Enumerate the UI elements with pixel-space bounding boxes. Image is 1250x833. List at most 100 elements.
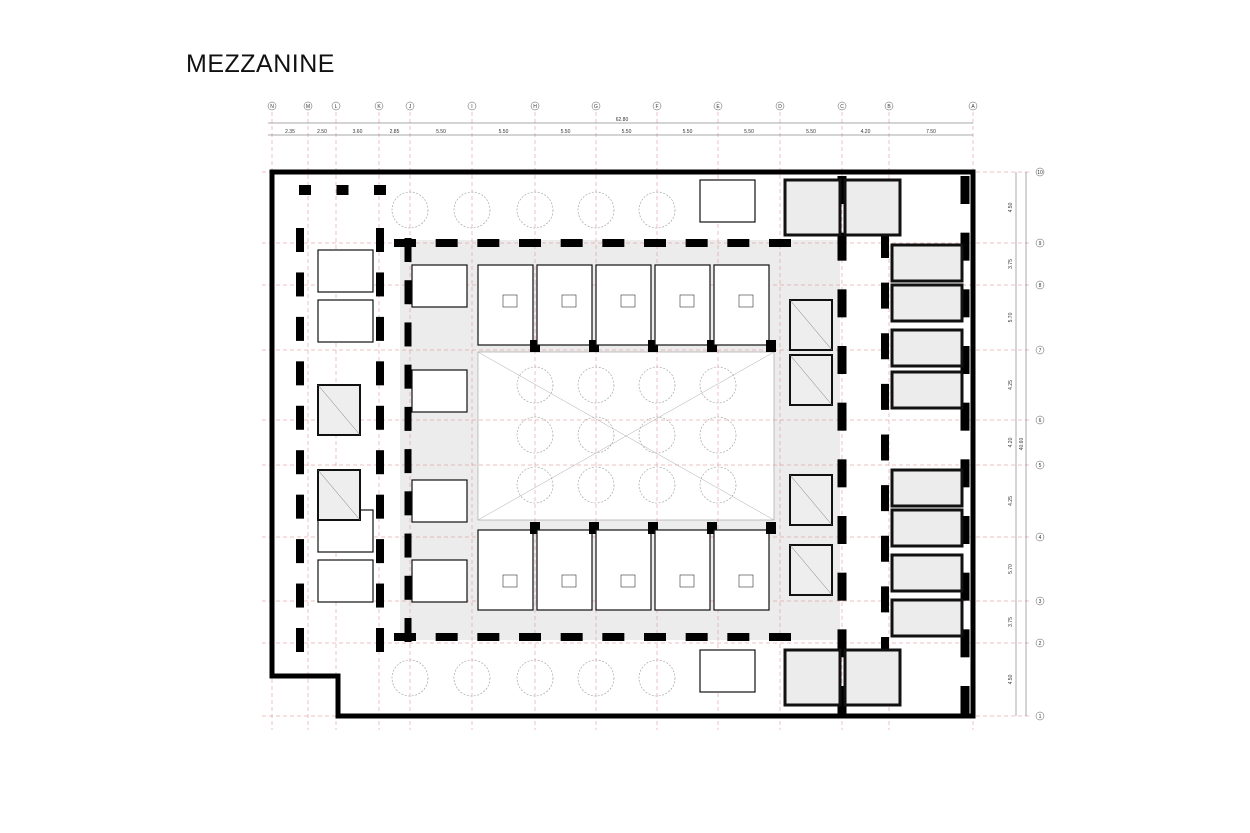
dimension-label: 3.75 [1008, 617, 1014, 627]
grid-label: L [335, 104, 338, 110]
grid-label: E [716, 104, 720, 110]
grid-label: 1 [1039, 714, 1042, 720]
wall-pier [727, 633, 750, 641]
wall-pier [296, 272, 304, 297]
wall-pier [685, 239, 708, 247]
bed-symbol [561, 574, 577, 588]
exterior-wall [269, 169, 976, 719]
guest-room [699, 179, 756, 223]
wall-pier [960, 232, 970, 261]
grid-bubble [267, 101, 277, 111]
grid-label: F [655, 104, 658, 110]
tree-symbol [638, 466, 676, 504]
plan-title: MEZZANINE [186, 50, 335, 78]
east-room [890, 468, 964, 508]
wall-pier [376, 228, 384, 252]
guest-room [317, 559, 374, 603]
wall-pier [837, 232, 847, 261]
dimension-label: 2.85 [390, 129, 400, 135]
wall-pier [960, 459, 970, 488]
stair-symbol [789, 474, 833, 526]
wall-pier [376, 272, 384, 297]
grid-label: 9 [1039, 241, 1042, 247]
wall-pier [435, 633, 458, 641]
wall-pier [404, 364, 412, 389]
dimension-label: 5.50 [683, 129, 693, 135]
guest-room [654, 529, 711, 611]
grid-label: G [594, 104, 598, 110]
dimension-label: 5.50 [436, 129, 446, 135]
grid-bubble [884, 101, 894, 111]
wall-pier [376, 361, 384, 386]
guest-room [713, 264, 770, 346]
dimension-label: 5.50 [744, 129, 754, 135]
grid-bubble [775, 101, 785, 111]
wall-pier [881, 232, 889, 258]
wall-pier [685, 633, 708, 641]
wall-pier [881, 434, 889, 461]
dimension-label: 5.50 [806, 129, 816, 135]
grid-label: 10 [1037, 170, 1043, 176]
wall-pier [374, 185, 386, 195]
wall-pier [837, 629, 847, 658]
dimension-label: 4.20 [1008, 437, 1014, 447]
wall-pier [769, 239, 791, 247]
dimension-label: 3.60 [353, 129, 363, 135]
wall-pier [376, 494, 384, 519]
guest-room [536, 529, 593, 611]
stair-symbol [317, 469, 361, 521]
wall-pier [960, 686, 970, 714]
wall-pier [296, 539, 304, 564]
dimension-label: 5.70 [1008, 312, 1014, 322]
grid-label: C [840, 104, 844, 110]
column [648, 522, 658, 534]
column [766, 340, 776, 352]
grid-label: D [778, 104, 782, 110]
wall-pier [837, 402, 847, 431]
grid-label: M [306, 104, 310, 110]
grid-bubble [1035, 345, 1045, 355]
wall-pier [477, 239, 500, 247]
wall-pier [296, 583, 304, 608]
grid-label: 5 [1039, 463, 1042, 469]
wall-pier [837, 572, 847, 601]
wall-pier [560, 239, 583, 247]
bed-symbol [679, 294, 695, 308]
guest-room [317, 249, 374, 293]
dimension-label: 3.75 [1008, 259, 1014, 269]
dimension-label: 5.50 [561, 129, 571, 135]
wall-pier [560, 633, 583, 641]
grid-bubble [1035, 415, 1045, 425]
guest-room [411, 559, 468, 603]
wall-pier [376, 450, 384, 475]
dimension-label: 5.50 [499, 129, 509, 135]
wall-pier [881, 586, 889, 613]
east-room [890, 508, 964, 548]
courtyard-diagonal [477, 351, 775, 521]
dimension-label: 4.50 [1008, 202, 1014, 212]
wall-pier [296, 405, 304, 430]
grid-label: 8 [1039, 283, 1042, 289]
grid-bubble [374, 101, 384, 111]
wall-pier [960, 402, 970, 431]
guest-room [595, 529, 652, 611]
grid-bubble [405, 101, 415, 111]
wall-pier [881, 485, 889, 512]
bed-symbol [502, 574, 518, 588]
wall-pier [376, 583, 384, 608]
column [707, 522, 717, 534]
east-room [890, 370, 964, 410]
grid-label: 3 [1039, 599, 1042, 605]
east-room [890, 283, 964, 323]
column [589, 340, 599, 352]
grid-bubble [1035, 280, 1045, 290]
column [589, 522, 599, 534]
grid-bubble [968, 101, 978, 111]
wall-pier [404, 406, 412, 431]
dimension-label: 4.25 [1008, 380, 1014, 390]
wall-pier [376, 628, 384, 652]
wall-pier [477, 633, 500, 641]
stair-symbol [317, 384, 361, 436]
